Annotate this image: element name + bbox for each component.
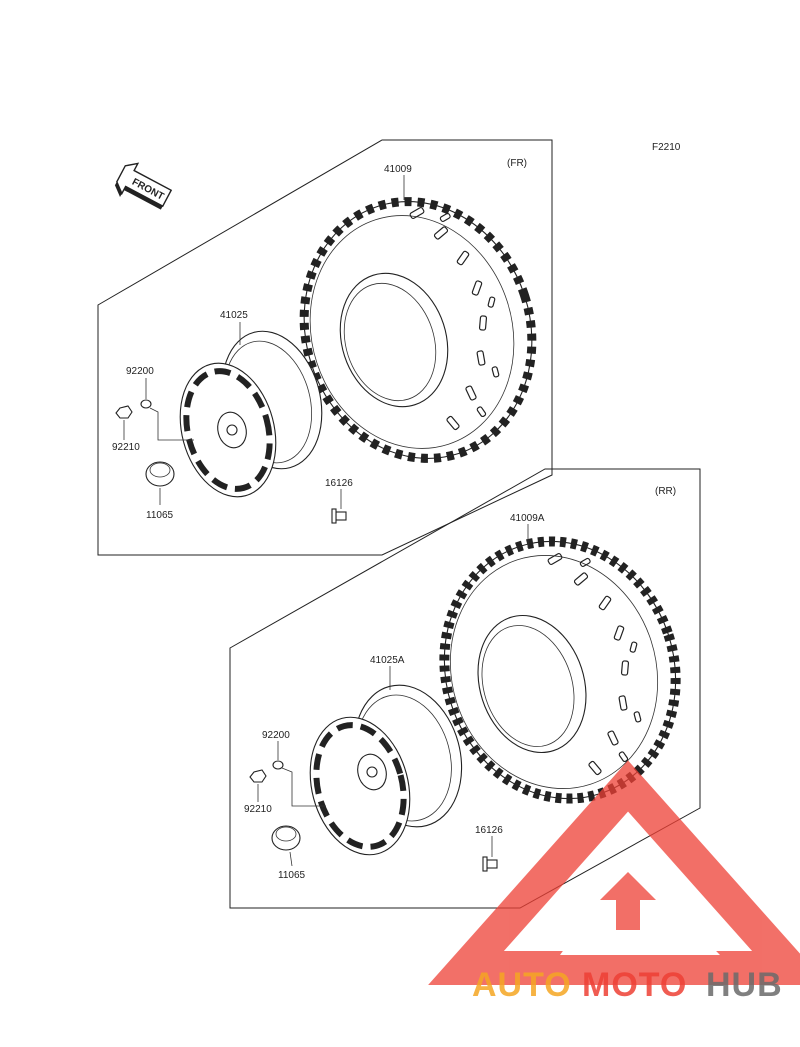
rear-valve-label: 16126: [475, 825, 503, 836]
rear-assembly: (RR) 41009A: [229, 468, 701, 909]
rear-washer-label: 92200: [262, 730, 290, 741]
rear-valve: [482, 836, 498, 872]
rear-washer: [272, 741, 284, 770]
rear-position-label: (RR): [655, 486, 676, 497]
rear-tire: [439, 524, 681, 804]
rear-wheel: [309, 666, 463, 856]
rear-cap-label: 11065: [278, 870, 306, 881]
front-group-frame: [97, 139, 553, 556]
front-valve: [331, 489, 347, 524]
watermark-moto: MOTO: [582, 966, 687, 1004]
front-cap-label: 11065: [146, 510, 174, 521]
watermark-logo: [428, 760, 800, 985]
rear-nut-label: 92210: [244, 804, 272, 815]
front-valve-label: 16126: [325, 478, 353, 489]
rear-tire-label: 41009A: [510, 513, 545, 524]
front-tire: [299, 175, 537, 463]
front-washer: [140, 378, 152, 409]
watermark-text: AUTO MOTO HUB: [472, 966, 783, 1004]
front-wheel-label: 41025: [220, 310, 248, 321]
diagram-code: F2210: [652, 142, 681, 153]
front-position-label: (FR): [507, 158, 527, 169]
watermark-hub: HUB: [706, 966, 783, 1004]
rear-group-frame: [229, 468, 701, 909]
front-wheel: [179, 322, 323, 498]
front-arrow-icon: FRONT: [114, 162, 173, 210]
front-cap: [145, 461, 175, 505]
front-assembly: (FR) 41009: [97, 139, 553, 556]
rear-bracket-line: [281, 767, 326, 807]
rear-nut: [249, 769, 267, 802]
rear-cap: [271, 825, 301, 867]
front-bracket-line: [149, 407, 194, 441]
watermark-auto: AUTO: [472, 966, 572, 1004]
front-washer-label: 92200: [126, 366, 154, 377]
front-nut: [115, 405, 133, 440]
rear-wheel-label: 41025A: [370, 655, 405, 666]
front-tire-label: 41009: [384, 164, 412, 175]
front-nut-label: 92210: [112, 442, 140, 453]
